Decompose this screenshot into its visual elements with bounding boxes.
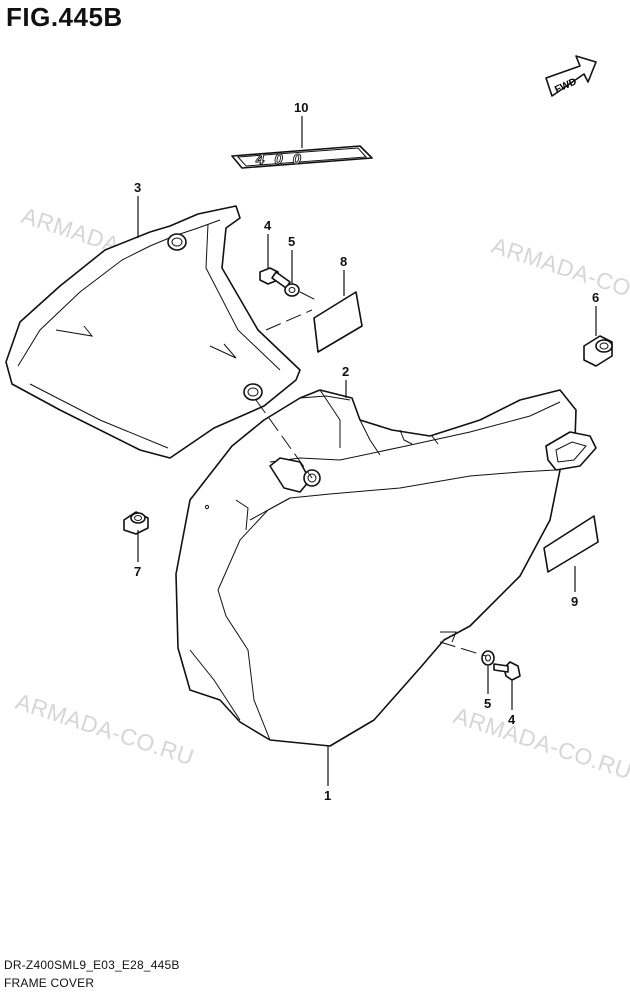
callout-numbers: 10 3 4 5 8 6 2 7 9 5 4 1	[134, 100, 599, 803]
grommet-7	[123, 511, 149, 535]
callout-5-lower: 5	[484, 696, 491, 711]
callout-8: 8	[340, 254, 347, 269]
frame-cover-right	[175, 389, 597, 747]
leader-lines	[137, 116, 597, 786]
diagram-code: DR-Z400SML9_E03_E28_445B	[4, 958, 180, 972]
callout-4-lower: 4	[508, 712, 516, 727]
watermark-2: ARMADA-CO.RU	[488, 232, 630, 314]
washer-lower	[481, 650, 495, 666]
grommet-6	[583, 335, 613, 367]
callout-10: 10	[294, 100, 308, 115]
frame-cover-upper-edge	[299, 395, 439, 445]
diagram-name: FRAME COVER	[4, 976, 95, 990]
bolt-upper	[259, 267, 291, 289]
frame-cover-left	[5, 205, 301, 459]
callout-1: 1	[324, 788, 331, 803]
washer-upper	[284, 283, 300, 297]
callout-6: 6	[592, 290, 599, 305]
assembly-lines	[255, 291, 487, 657]
figure-title: FIG.445B	[6, 2, 123, 32]
watermark-5: ARMADA-CO.RU	[450, 702, 630, 784]
cushion-pad-8	[313, 291, 363, 353]
emblem-text: 400	[255, 151, 311, 168]
fwd-arrow-icon: FWD	[545, 55, 597, 97]
cushion-pad-9	[543, 515, 599, 573]
emblem-400: 400	[231, 145, 373, 169]
callout-2: 2	[342, 364, 349, 379]
callout-5-upper: 5	[288, 234, 295, 249]
watermark-4: ARMADA-CO.RU	[12, 688, 197, 770]
callout-9: 9	[571, 594, 578, 609]
callout-3: 3	[134, 180, 141, 195]
callout-7: 7	[134, 564, 141, 579]
bolt-lower	[493, 661, 521, 681]
callout-4-upper: 4	[264, 218, 272, 233]
